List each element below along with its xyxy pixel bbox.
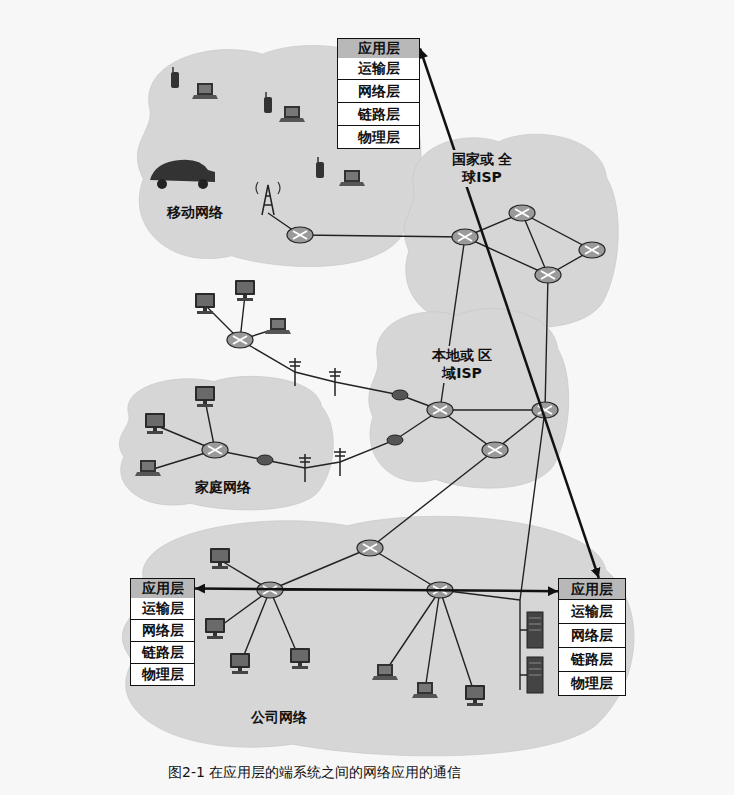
network-cloud: 本地或 区域ISP — [360, 300, 575, 495]
layer-name: 运输层 — [142, 600, 184, 616]
cloud-shape — [119, 376, 333, 510]
protocol-layer-box: 应用层 — [130, 578, 195, 599]
protocol-layer-box: 网络层 — [337, 80, 420, 103]
mobile-devices — [150, 67, 365, 215]
cloud-outline — [360, 300, 575, 495]
hosts — [135, 280, 543, 706]
protocol-layer-box: 网络层 — [130, 620, 195, 642]
cloud-label: 本地或 区域ISP — [427, 346, 497, 383]
protocol-layer-box: 物理层 — [337, 126, 420, 149]
layer-name: 应用层 — [571, 581, 613, 597]
layer-name: 运输层 — [571, 603, 613, 619]
protocol-layer-box: 物理层 — [130, 664, 195, 686]
cloud-label: 家庭网络 — [188, 478, 258, 498]
layer-name: 物理层 — [142, 666, 184, 682]
layer-name: 应用层 — [358, 40, 400, 56]
layer-name: 运输层 — [358, 60, 400, 76]
layer-name: 物理层 — [358, 129, 400, 145]
layer-name: 网络层 — [142, 622, 184, 638]
layer-name: 网络层 — [358, 83, 400, 99]
protocol-layer-box: 链路层 — [337, 103, 420, 126]
cloud-shape — [122, 516, 634, 756]
protocol-layer-box: 网络层 — [558, 624, 626, 648]
layer-name: 物理层 — [571, 675, 613, 691]
layer-name: 应用层 — [142, 580, 184, 596]
radio-waves — [256, 182, 280, 194]
cloud-label: 公司网络 — [244, 708, 314, 728]
layer-name: 链路层 — [142, 644, 184, 660]
laptop-icon — [339, 170, 365, 186]
routers — [202, 205, 605, 598]
figure-caption: 图2-1 在应用层的端系统之间的网络应用的通信 — [168, 764, 461, 782]
cloud-label: 移动网络 — [160, 203, 230, 223]
logical-communication-arrow — [195, 589, 558, 592]
cloud-shape — [404, 134, 618, 327]
laptop-icon — [279, 106, 305, 122]
layer-name: 网络层 — [571, 627, 613, 643]
protocol-layer-box: 链路层 — [558, 648, 626, 672]
cloud-label: 国家或 全球ISP — [447, 150, 517, 187]
layer-name: 链路层 — [571, 651, 613, 667]
phone-icon — [264, 92, 272, 113]
cloud-shape — [137, 45, 421, 266]
protocol-layer-box: 运输层 — [337, 58, 420, 80]
laptop-icon — [192, 83, 218, 99]
protocol-layer-box: 运输层 — [558, 600, 626, 624]
protocol-layer-box: 应用层 — [337, 38, 420, 59]
layer-name: 链路层 — [358, 106, 400, 122]
car-wheel — [157, 179, 167, 189]
protocol-layer-box: 链路层 — [130, 642, 195, 664]
logical-communication-arrow — [420, 49, 599, 579]
network-links — [150, 213, 592, 695]
car-wheel — [198, 179, 208, 189]
access-equipment — [257, 358, 408, 482]
protocol-layer-box: 应用层 — [558, 578, 626, 600]
network-cloud: 国家或 全球ISP — [395, 125, 625, 335]
phone-icon — [171, 67, 179, 88]
network-cloud: 家庭网络 — [110, 370, 340, 515]
cell-tower — [262, 185, 274, 215]
phone-icon — [316, 157, 324, 178]
car-icon — [150, 160, 215, 182]
protocol-layer-box: 物理层 — [558, 672, 626, 696]
protocol-layer-box: 运输层 — [130, 598, 195, 620]
